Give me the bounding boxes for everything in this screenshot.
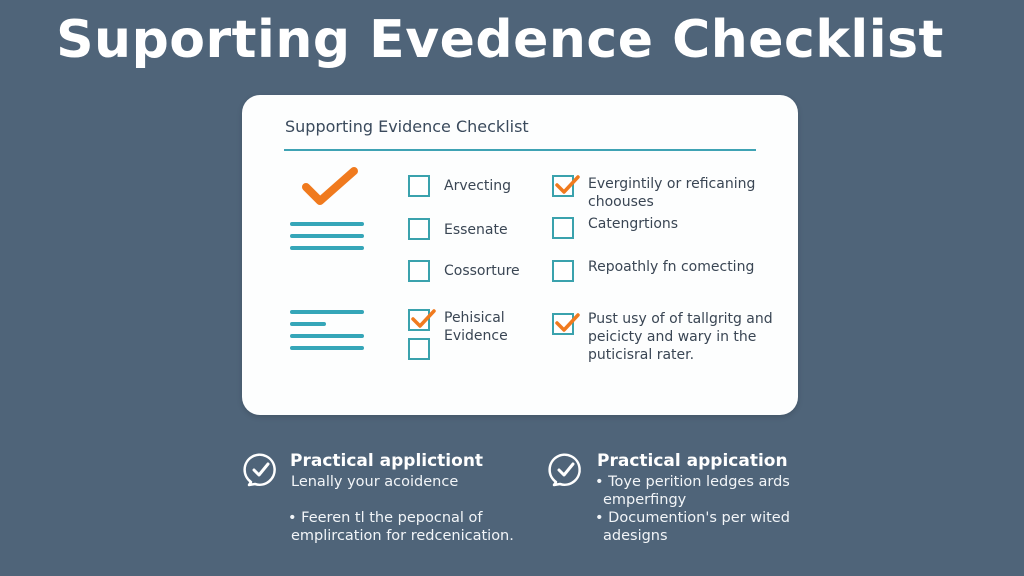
application-bullet: • Feeren tl the pepocnal of — [288, 510, 483, 526]
checkbox-checked[interactable] — [552, 313, 580, 335]
checkbox[interactable] — [408, 260, 430, 282]
application-title: Practical applictiont — [290, 451, 484, 471]
application-bullet: adesigns — [603, 528, 668, 544]
check-circle-icon — [548, 453, 581, 487]
checklist-item[interactable]: Essenate — [408, 218, 508, 240]
checklist-label: Evergintily or reficaning choouses — [588, 176, 756, 210]
checklist-label: Cossorture — [444, 263, 520, 279]
list-icon — [290, 222, 364, 258]
checklist-item[interactable]: Pust usy of of tallgritg and peicicty an… — [552, 311, 773, 364]
page-title: Suporting Evedence Checklist — [56, 10, 944, 70]
divider — [284, 149, 756, 151]
checkmark-icon — [302, 167, 358, 205]
application-bullet: emplircation for redcenication. — [291, 528, 514, 544]
checklist-label: Catengrtions — [588, 216, 679, 232]
checklist-label: Repoathly fn comecting — [588, 259, 755, 275]
checkbox[interactable] — [552, 217, 574, 239]
checkbox[interactable] — [408, 218, 430, 240]
checklist-item[interactable]: Evergintily or reficaning choouses — [552, 175, 755, 211]
checkmark-icon — [555, 313, 580, 332]
card-title: Supporting Evidence Checklist — [285, 117, 529, 136]
checklist-item[interactable]: Arvecting — [408, 175, 511, 197]
checklist-card: Supporting Evidence Checklist Arvecting … — [242, 95, 798, 415]
application-bullet: emperfingy — [603, 492, 687, 508]
checklist-label: Arvecting — [444, 178, 512, 194]
application-title: Practical appication — [597, 451, 788, 471]
checkbox-checked[interactable] — [408, 309, 436, 331]
checkbox-checked[interactable] — [552, 175, 580, 197]
application-bullet: • Toye perition ledges ards — [595, 474, 790, 490]
checkbox[interactable] — [408, 175, 430, 197]
checklist-item[interactable]: Cossorture — [408, 260, 520, 282]
check-circle-icon — [243, 453, 276, 487]
checklist-label: Pehisical Evidence — [444, 310, 508, 344]
checklist-item[interactable]: Pehisical Evidence — [408, 309, 508, 345]
checkbox[interactable] — [408, 338, 430, 360]
checklist-label: Essenate — [444, 222, 508, 238]
checkmark-icon — [411, 309, 436, 328]
checklist-item[interactable]: Repoathly fn comecting — [552, 259, 755, 282]
checkmark-icon — [555, 175, 580, 194]
application-bullet: • Documention's per wited — [595, 510, 790, 526]
list-icon — [290, 310, 364, 358]
application-subtitle: Lenally your acoidence — [291, 474, 459, 490]
checkbox[interactable] — [552, 260, 574, 282]
checklist-label: Pust usy of of tallgritg and peicicty an… — [588, 311, 773, 363]
checklist-item[interactable]: Catengrtions — [552, 216, 679, 239]
checklist-item[interactable] — [408, 338, 430, 360]
